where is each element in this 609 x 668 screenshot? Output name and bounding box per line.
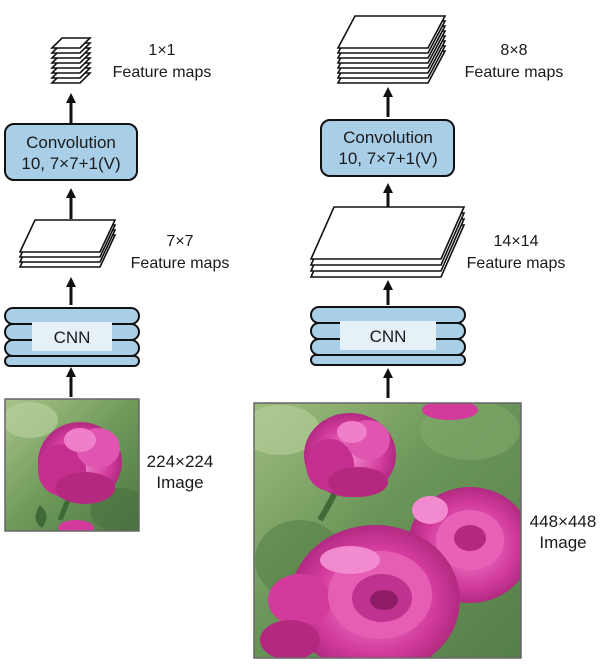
right-mid-maps-caption: Feature maps: [467, 255, 566, 272]
right-convolution-box: [320, 119, 455, 177]
right-flower-image: [254, 403, 521, 658]
right-mid-feature-maps-stack: [309, 206, 466, 278]
left-cnn-label: CNN: [54, 328, 91, 347]
right-conv-line1: Convolution: [343, 128, 433, 147]
left-image-caption: Image: [156, 473, 203, 492]
left-mid-maps-caption: Feature maps: [131, 255, 230, 272]
left-top-maps-caption: Feature maps: [113, 64, 212, 81]
left-convolution-box: [4, 123, 138, 181]
right-top-maps-size: 8×8: [500, 42, 527, 59]
right-image-caption: Image: [539, 533, 586, 552]
right-mid-maps-size: 14×14: [494, 233, 539, 250]
left-flower-image: [5, 399, 139, 531]
right-top-feature-maps-stack: [336, 15, 447, 84]
right-image-frame: [253, 402, 522, 659]
left-conv-line1: Convolution: [26, 133, 116, 152]
left-conv-line2: 10, 7×7+1(V): [21, 154, 120, 173]
right-top-maps-caption: Feature maps: [465, 64, 564, 81]
right-image-size: 448×448: [530, 512, 597, 531]
left-image-size: 224×224: [147, 452, 214, 471]
left-image-frame: [4, 398, 140, 532]
right-cnn-block: [310, 306, 466, 366]
right-cnn-label: CNN: [370, 327, 407, 346]
left-top-maps-size: 1×1: [148, 42, 175, 59]
right-conv-line2: 10, 7×7+1(V): [338, 149, 437, 168]
left-top-feature-maps-stack: [50, 37, 92, 84]
left-cnn-block: [4, 307, 140, 367]
left-mid-feature-maps-stack: [18, 219, 117, 268]
left-mid-maps-size: 7×7: [166, 233, 193, 250]
